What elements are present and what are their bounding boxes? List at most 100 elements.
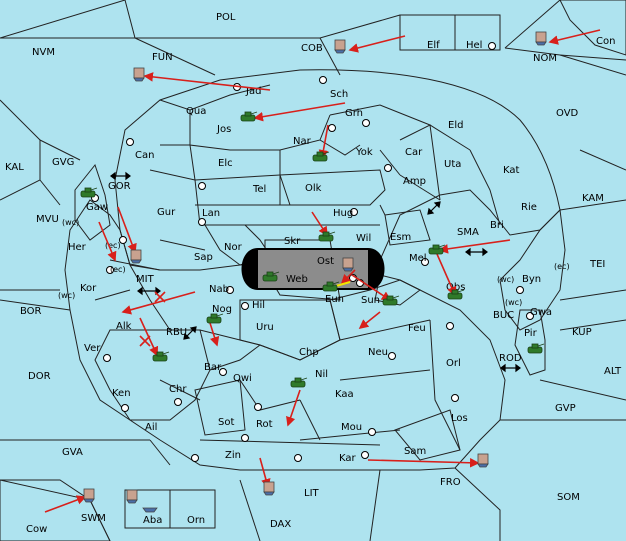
territory-labels: Elf Hel Jad Sch Qua Jos Grh Eld Can Nar … (68, 40, 552, 526)
sea-kup: KUP (572, 327, 592, 338)
unit-tank-icon (322, 281, 340, 292)
sea-con: Con (596, 36, 615, 47)
sea-wc3: (wc) (497, 275, 514, 284)
label-amp: Amp (403, 176, 426, 187)
label-ail: Ail (145, 422, 157, 433)
sea-gor: GOR (108, 181, 131, 192)
label-gur: Gur (157, 207, 176, 218)
sea-wc1: (wc) (62, 218, 79, 227)
fleet-icon (477, 453, 489, 468)
unit-tank-icon (80, 187, 98, 198)
sea-gvg: GVG (52, 157, 74, 168)
label-ost: Ost (317, 256, 334, 267)
label-her: Her (68, 242, 87, 253)
label-eun: Eun (325, 294, 344, 305)
label-hel: Hel (466, 40, 482, 51)
strait-gor-icon (110, 171, 131, 181)
sea-mit: MIT (136, 274, 155, 285)
sea-buc: BUC (493, 310, 514, 321)
label-skr: Skr (284, 236, 301, 247)
label-ken: Ken (112, 388, 131, 399)
label-qwi: Qwi (233, 373, 252, 384)
label-sun: Sun (361, 295, 380, 306)
sea-dax: DAX (270, 519, 291, 530)
unit-tank-icon (240, 111, 258, 122)
label-aba: Aba (143, 515, 162, 526)
fleet-icon (342, 257, 354, 272)
label-kar: Kar (339, 453, 357, 464)
label-nor: Nor (224, 242, 243, 253)
label-alk: Alk (116, 321, 132, 332)
unit-tank-icon (428, 244, 446, 255)
label-bar: Bar (204, 362, 222, 373)
label-gaw: Gaw (86, 202, 108, 213)
sea-fro: FRO (440, 477, 461, 488)
sea-ec3: (ec) (554, 262, 570, 271)
label-sch: Sch (330, 89, 348, 100)
label-sot: Sot (218, 417, 234, 428)
label-web: Web (286, 274, 308, 285)
unit-tank-icon (206, 313, 224, 324)
sea-lit: LIT (304, 488, 320, 499)
label-olk: Olk (305, 183, 322, 194)
strait-rbu-icon (183, 326, 197, 340)
sea-fun: FUN (152, 52, 173, 63)
unit-tank-icon (527, 343, 545, 354)
label-hil: Hil (252, 300, 265, 311)
convoy-arrow (335, 281, 351, 287)
fleets (83, 31, 547, 513)
label-car: Car (405, 147, 423, 158)
sea-bor: BOR (20, 306, 42, 317)
fleet-icon (83, 488, 95, 503)
label-rie: Rie (521, 202, 537, 213)
unit-tank-icon (262, 271, 280, 282)
fleet-icon (133, 67, 145, 82)
unit-tank-icon (312, 151, 330, 162)
label-nab: Nab (209, 284, 229, 295)
label-nar: Nar (293, 136, 312, 147)
strait-rod-icon (500, 363, 521, 373)
label-neu: Neu (368, 347, 388, 358)
label-pir: Pir (524, 328, 538, 339)
label-elc: Elc (218, 158, 233, 169)
label-yok: Yok (355, 147, 373, 158)
sea-dor: DOR (28, 371, 51, 382)
sea-ec1: (ec) (105, 241, 121, 250)
sea-swm: SWM (81, 513, 106, 524)
unit-tank-icon (447, 289, 465, 300)
sea-kal: KAL (5, 162, 24, 173)
sea-wc2: (wc) (58, 291, 75, 300)
unit-tank-icon (382, 295, 400, 306)
boat-icon (142, 507, 158, 513)
label-chr: Chr (169, 384, 187, 395)
fleet-icon (130, 249, 142, 264)
fleet-icon (334, 39, 346, 54)
label-mou: Mou (341, 422, 362, 433)
label-kat: Kat (503, 165, 520, 176)
label-chp: Chp (299, 347, 319, 358)
label-qua: Qua (186, 106, 206, 117)
sea-cow: Cow (26, 524, 47, 535)
label-los: Los (451, 413, 468, 424)
fleet-icon (126, 489, 138, 504)
unit-tank-icon (318, 231, 336, 242)
failed-order-marks (139, 291, 166, 347)
label-hug: Hug (333, 208, 353, 219)
unit-tank-icon (152, 351, 170, 362)
label-ver: Ver (84, 343, 101, 354)
label-zin: Zin (225, 450, 241, 461)
territory-borders (94, 84, 501, 451)
fleet-icon (535, 31, 547, 46)
sea-pol: POL (216, 12, 236, 23)
sea-kam: KAM (582, 193, 604, 204)
label-jad: Jad (245, 86, 261, 97)
sea-sma: SMA (457, 227, 479, 238)
label-elf: Elf (427, 40, 440, 51)
strait-sma2-icon (465, 247, 488, 257)
sea-labels: POL COB NVM FUN NOM Con OVD KAL GVG GOR … (5, 12, 622, 535)
label-grh: Grh (345, 108, 363, 119)
label-orl: Orl (446, 358, 461, 369)
